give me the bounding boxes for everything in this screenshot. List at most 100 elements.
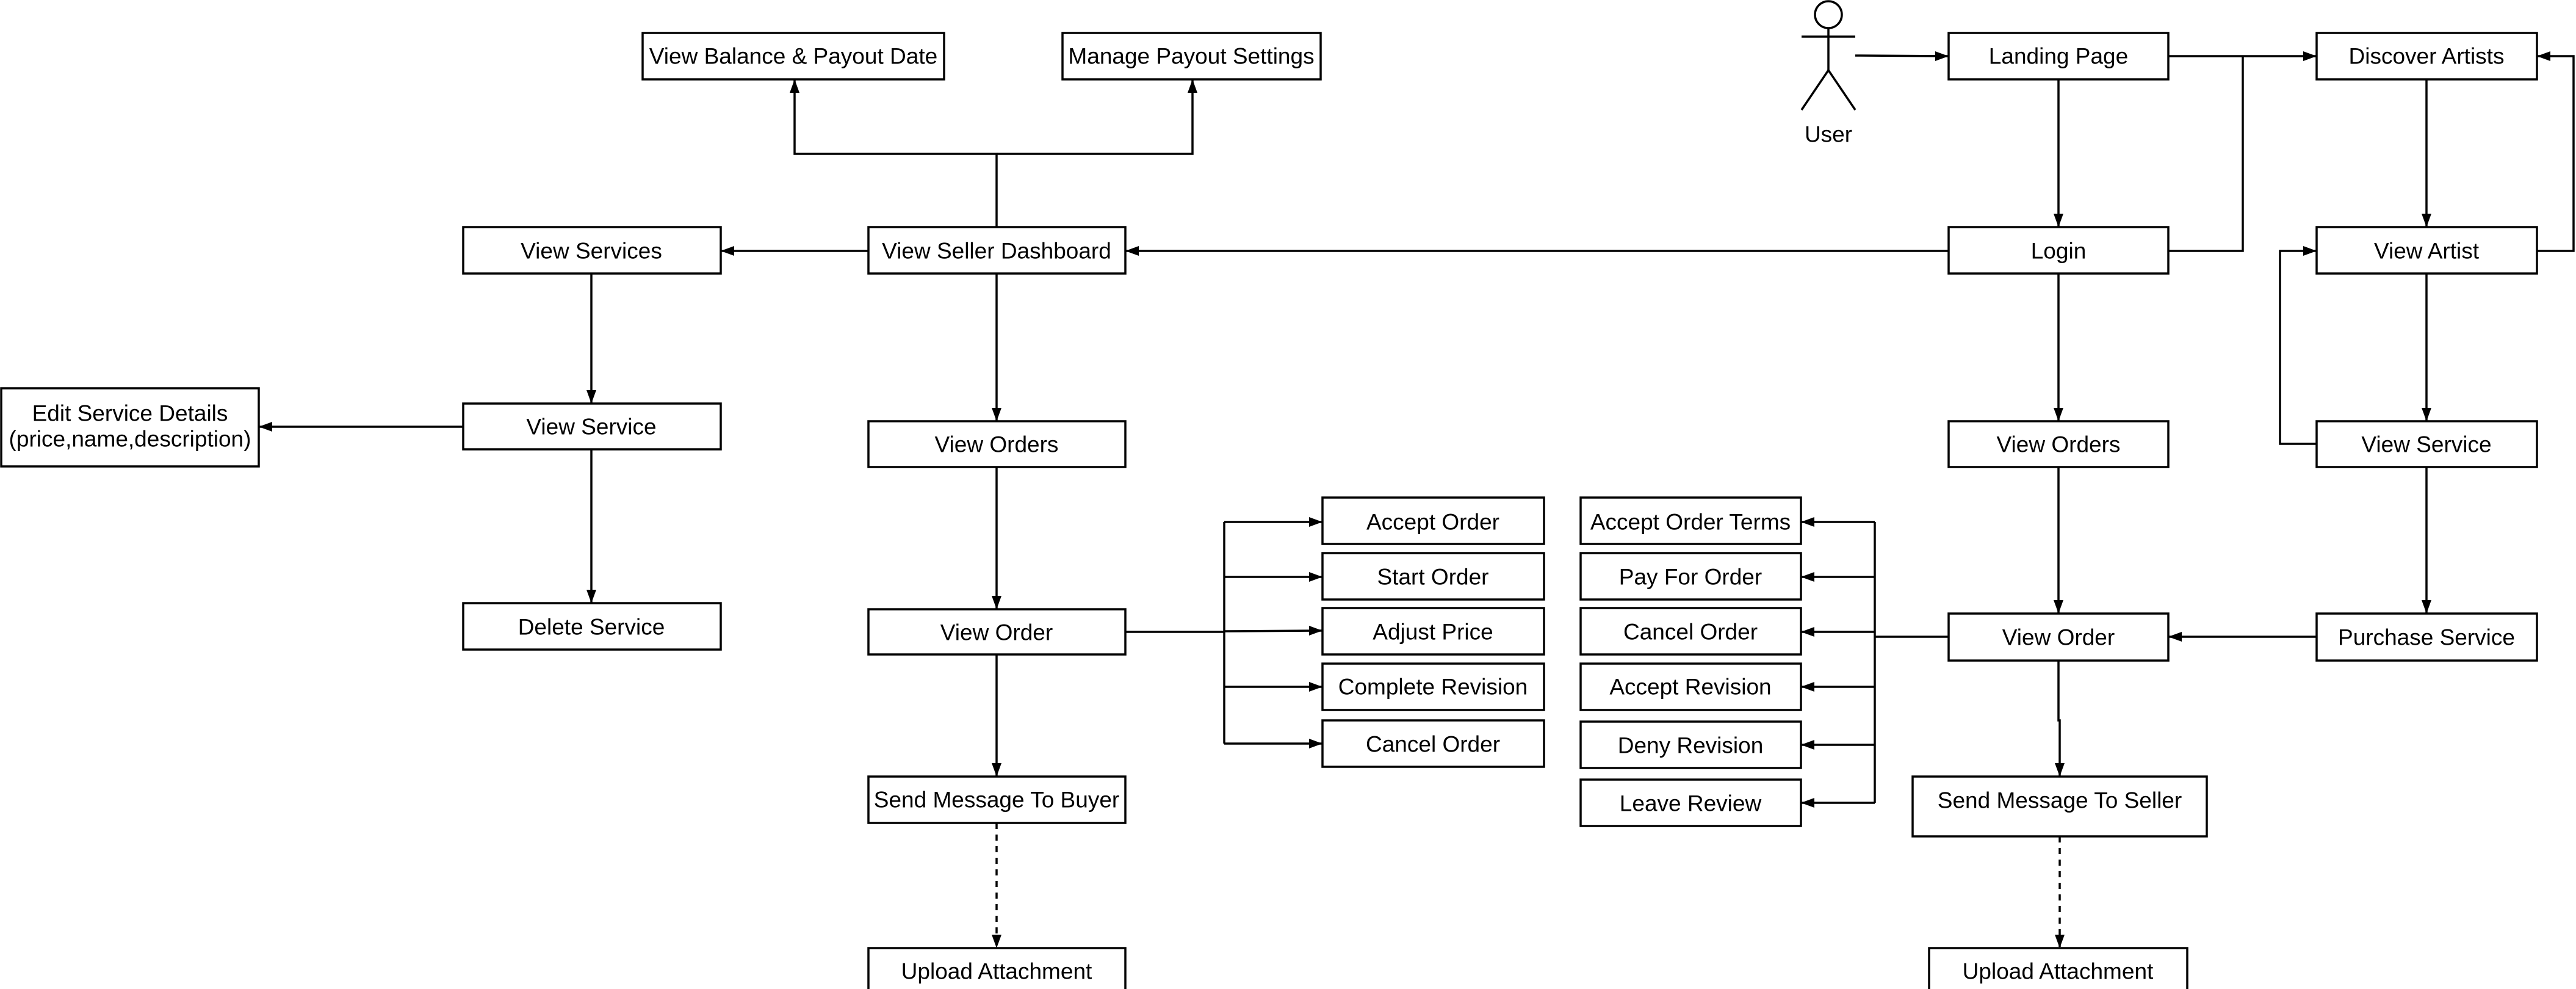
arrowhead bbox=[992, 935, 1001, 948]
arrowhead bbox=[2055, 935, 2065, 948]
node-start-order: Start Order bbox=[1321, 552, 1545, 601]
edge-service-artist bbox=[2279, 250, 2317, 445]
edges bbox=[259, 54, 2575, 948]
arrowhead bbox=[2054, 600, 2063, 614]
arrowhead bbox=[1801, 627, 1814, 637]
node-send-message-buyer: Send Message To Buyer bbox=[867, 775, 1127, 824]
arrowhead bbox=[992, 408, 1001, 421]
arrowhead bbox=[721, 246, 734, 256]
node-label: View Orders bbox=[935, 432, 1059, 457]
node-label: (price,name,description) bbox=[9, 427, 251, 452]
node-view-order-buyer: View Order bbox=[1947, 612, 2170, 662]
node-label: Pay For Order bbox=[1619, 565, 1762, 590]
node-upload-attachment-buyer: Upload Attachment bbox=[1928, 947, 2188, 989]
edge-vieworder-sendmsg-seller bbox=[2057, 661, 2061, 777]
node-seller-dashboard: View Seller Dashboard bbox=[867, 226, 1127, 275]
node-accept-revision: Accept Revision bbox=[1579, 662, 1802, 711]
arrowhead bbox=[1309, 517, 1322, 527]
edge-login-discover bbox=[2168, 56, 2244, 252]
node-label: View Balance & Payout Date bbox=[649, 44, 937, 69]
node-manage-payout: Manage Payout Settings bbox=[1061, 32, 1322, 81]
node-label: View Orders bbox=[1997, 432, 2121, 457]
arrowhead bbox=[1801, 572, 1814, 582]
node-label: Accept Order Terms bbox=[1590, 510, 1791, 535]
arrowhead bbox=[1801, 740, 1814, 750]
actor-label: User bbox=[1805, 122, 1852, 147]
node-cancel-order-buyer: Cancel Order bbox=[1579, 607, 1802, 656]
node-label: Edit Service Details bbox=[32, 401, 228, 426]
node-view-balance: View Balance & Payout Date bbox=[641, 32, 945, 81]
node-accept-order-terms: Accept Order Terms bbox=[1579, 496, 1802, 545]
arrowhead bbox=[1309, 739, 1322, 748]
node-label: Upload Attachment bbox=[1963, 959, 2154, 984]
node-label: Send Message To Buyer bbox=[874, 788, 1119, 813]
node-label: Purchase Service bbox=[2338, 625, 2515, 650]
arrowhead bbox=[992, 596, 1001, 609]
arrowhead bbox=[2055, 763, 2065, 777]
node-label: View Services bbox=[521, 239, 662, 264]
node-view-service-buyer: View Service bbox=[2315, 420, 2538, 468]
node-landing-page: Landing Page bbox=[1947, 32, 2170, 81]
node-leave-review: Leave Review bbox=[1579, 778, 1802, 827]
nodes: View Balance & Payout Date Manage Payout… bbox=[0, 32, 2538, 989]
arrowhead bbox=[1309, 572, 1322, 582]
node-view-services: View Services bbox=[462, 226, 722, 275]
node-view-orders-seller: View Orders bbox=[867, 420, 1127, 468]
arrowhead bbox=[790, 79, 799, 93]
node-label: Login bbox=[2031, 239, 2087, 264]
node-view-service-seller: View Service bbox=[462, 402, 722, 451]
node-upload-attachment-seller: Upload Attachment bbox=[867, 947, 1127, 989]
edge-vieworder-fanout bbox=[1125, 522, 1225, 744]
node-cancel-order-seller: Cancel Order bbox=[1321, 719, 1545, 768]
node-label: Deny Revision bbox=[1618, 733, 1764, 758]
node-label: View Service bbox=[526, 415, 656, 440]
node-purchase-service: Purchase Service bbox=[2315, 612, 2538, 662]
node-label: Landing Page bbox=[1989, 44, 2128, 69]
arrowheads bbox=[259, 51, 2550, 948]
node-label: Start Order bbox=[1377, 565, 1489, 590]
arrowhead bbox=[2054, 214, 2063, 227]
arrowhead bbox=[2422, 600, 2431, 614]
arrowhead bbox=[2054, 408, 2063, 421]
node-adjust-price: Adjust Price bbox=[1321, 607, 1545, 656]
arrowhead bbox=[1801, 798, 1814, 808]
arrowhead bbox=[2303, 246, 2317, 256]
node-send-message-seller: Send Message To Seller bbox=[1911, 775, 2208, 838]
node-label: Leave Review bbox=[1620, 791, 1762, 816]
user-actor: User bbox=[1800, 0, 1856, 147]
edge-dashboard-balance bbox=[793, 79, 998, 227]
node-label: View Order bbox=[940, 620, 1053, 645]
arrowhead bbox=[992, 763, 1001, 777]
node-label: Delete Service bbox=[518, 615, 665, 640]
node-label: Complete Revision bbox=[1338, 675, 1528, 700]
arrowhead bbox=[2537, 51, 2550, 61]
node-view-artist: View Artist bbox=[2315, 226, 2538, 275]
node-deny-revision: Deny Revision bbox=[1579, 720, 1802, 769]
node-label: View Service bbox=[2361, 432, 2491, 457]
arrowhead bbox=[259, 422, 272, 432]
stick-figure-icon bbox=[1800, 0, 1856, 110]
arrowhead bbox=[1188, 79, 1197, 93]
arrowhead bbox=[586, 390, 596, 404]
node-accept-order: Accept Order bbox=[1321, 496, 1545, 545]
arrowhead bbox=[1935, 51, 1949, 61]
arrowhead bbox=[2168, 632, 2182, 642]
node-login: Login bbox=[1947, 226, 2170, 275]
node-label: Discover Artists bbox=[2349, 44, 2505, 69]
node-edit-service: Edit Service Details (price,name,descrip… bbox=[0, 387, 260, 468]
arrowhead bbox=[2303, 51, 2317, 61]
node-label: Upload Attachment bbox=[901, 959, 1092, 984]
edge-dashboard-payout bbox=[997, 79, 1194, 155]
node-label: Manage Payout Settings bbox=[1068, 44, 1314, 69]
node-label: View Seller Dashboard bbox=[882, 239, 1111, 264]
node-label: Send Message To Seller bbox=[1938, 788, 2182, 813]
arrowhead bbox=[1309, 626, 1322, 636]
edge-vieworder-buyer-fanout bbox=[1874, 522, 1949, 803]
node-label: View Order bbox=[2002, 625, 2115, 650]
node-complete-revision: Complete Revision bbox=[1321, 662, 1545, 711]
arrowhead bbox=[1125, 246, 1139, 256]
node-discover-artists: Discover Artists bbox=[2315, 32, 2538, 81]
node-pay-for-order: Pay For Order bbox=[1579, 552, 1802, 601]
node-label: Cancel Order bbox=[1623, 620, 1758, 645]
